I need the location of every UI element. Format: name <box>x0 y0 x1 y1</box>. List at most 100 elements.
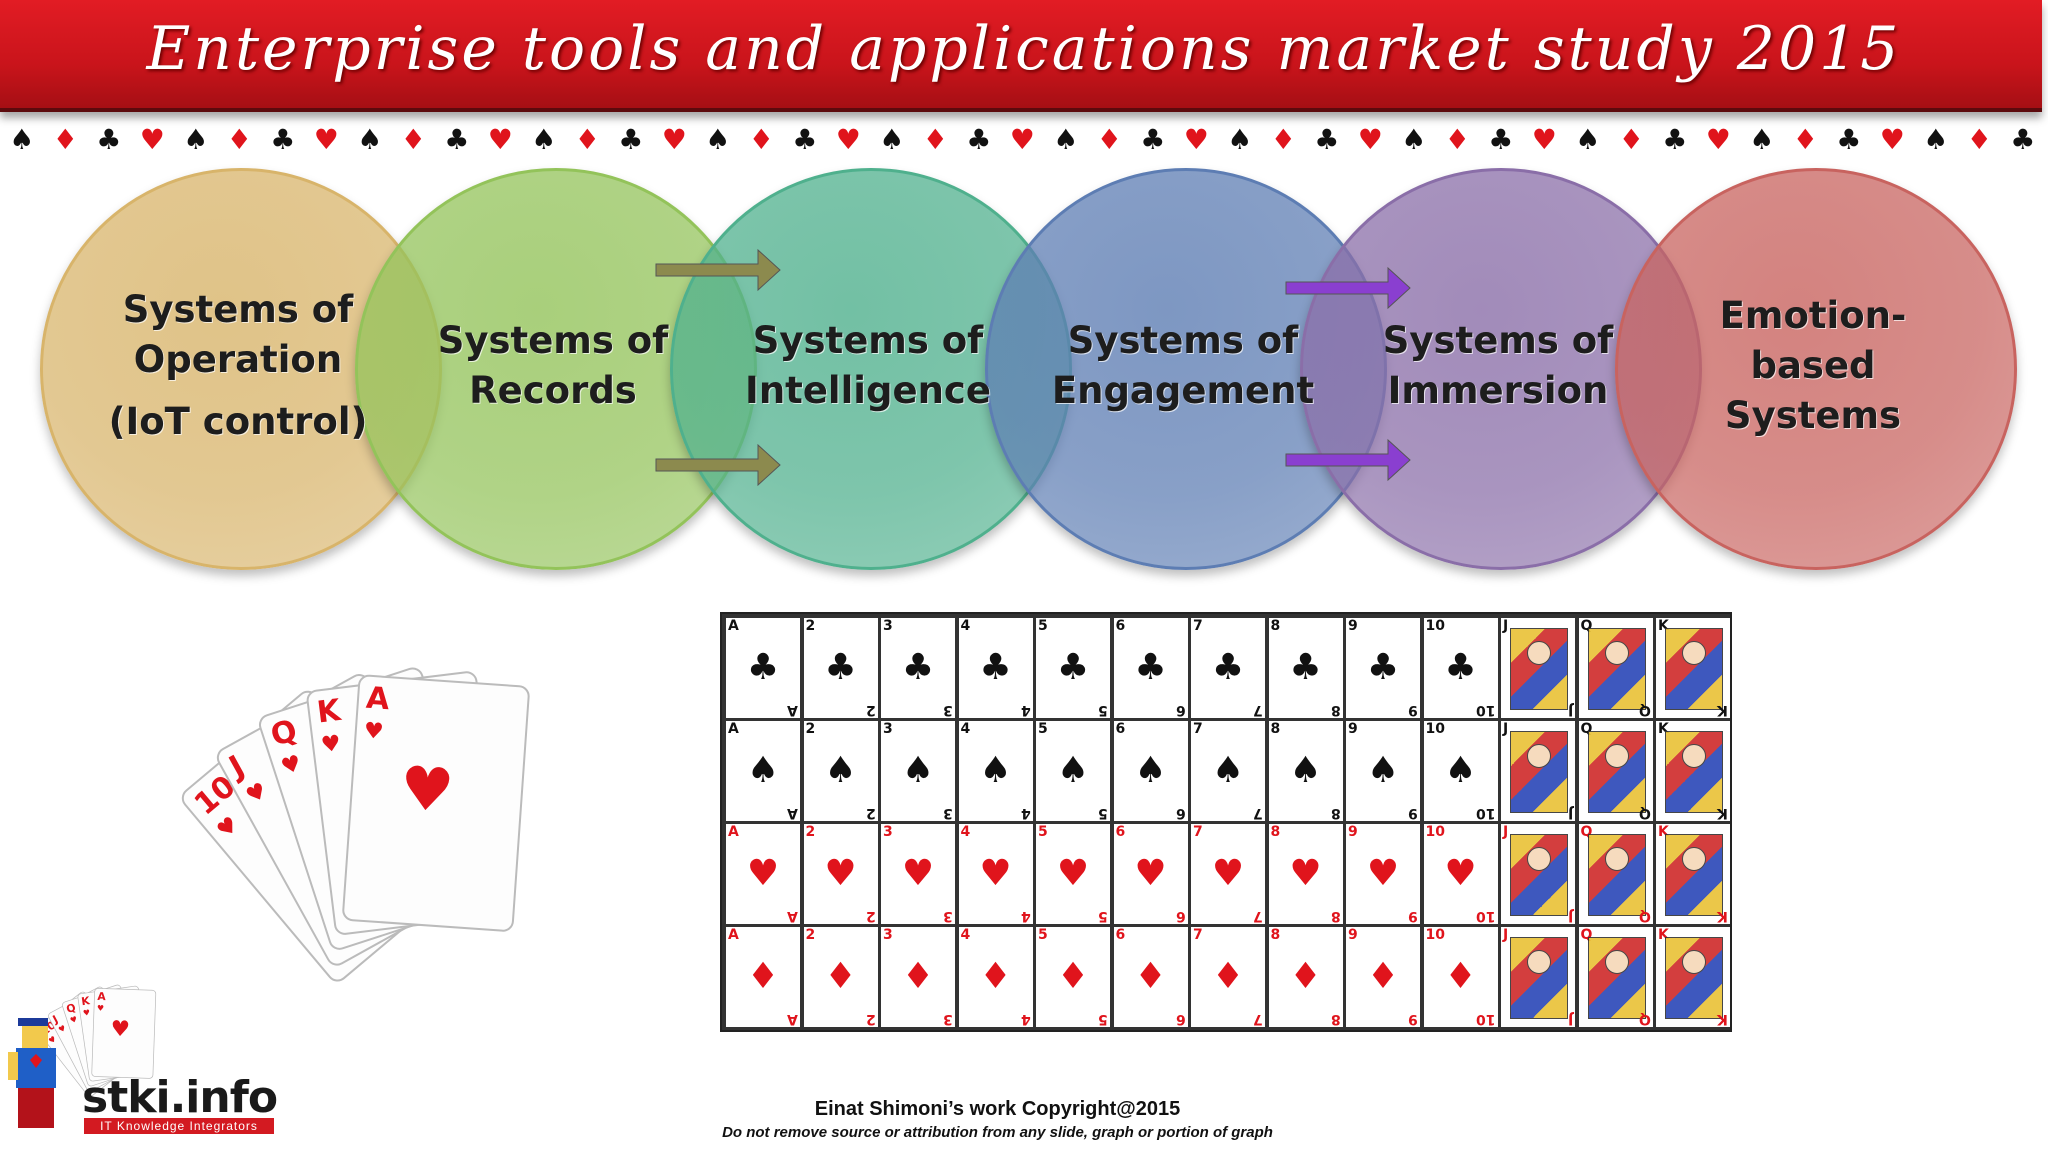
suit-pip-icon: ♥ <box>1056 853 1090 894</box>
suit-strip-symbol: ♦ <box>226 123 252 156</box>
playing-card: A♣A <box>726 618 800 718</box>
face-card-art-icon <box>1587 628 1646 710</box>
card-rank: 6 <box>1115 721 1126 737</box>
circle-label-line: Emotion- <box>1719 294 1907 337</box>
suit-pip-icon: ♠ <box>1211 750 1245 791</box>
playing-card: 5♥5 <box>1036 824 1110 924</box>
logo-text: stki.info <box>82 1072 278 1123</box>
suit-pip-icon: ♠ <box>824 750 857 791</box>
slide-title: Enterprise tools and applications market… <box>146 14 1902 84</box>
playing-card: A♦A <box>726 927 800 1027</box>
card-rank: 6 <box>1175 702 1186 718</box>
card-rank: 7 <box>1193 721 1203 737</box>
suit-strip-symbol: ♦ <box>922 123 948 156</box>
playing-card: 3♥3 <box>881 824 955 924</box>
heart-icon: ♥ <box>57 1023 67 1034</box>
heart-icon: ♥ <box>110 1017 130 1043</box>
suit-pip-icon: ♥ <box>979 853 1012 894</box>
suit-pip-icon: ♣ <box>979 647 1012 688</box>
card-rank: 6 <box>1175 1011 1186 1027</box>
card-rank: 3 <box>883 721 893 737</box>
card-rank: 2 <box>805 721 816 737</box>
card-rank: 3 <box>943 702 953 718</box>
card-rank: J <box>1503 824 1509 840</box>
suit-strip-symbol: ♣ <box>1836 123 1862 156</box>
playing-card: 3♦3 <box>881 927 955 1027</box>
card-rank: 3 <box>883 927 893 943</box>
face-card-art-icon <box>1510 937 1568 1019</box>
card-rank: 3 <box>943 908 953 924</box>
card-rank: 4 <box>1020 805 1031 821</box>
card-rank: 5 <box>1098 702 1108 718</box>
suit-strip-symbol: ♣ <box>1314 123 1340 156</box>
suit-pip-icon: ♦ <box>824 956 857 997</box>
face-card-art-icon <box>1587 834 1646 916</box>
suit-pip-icon: ♥ <box>1289 853 1322 894</box>
playing-card: 10♠10 <box>1423 721 1498 821</box>
card-rank: 8 <box>1270 618 1281 634</box>
playing-card: 4♥4 <box>958 824 1033 924</box>
card-rank-label: J <box>50 1013 61 1027</box>
playing-card: 9♣9 <box>1346 618 1420 718</box>
playing-card: 4♠4 <box>958 721 1033 821</box>
suit-strip-symbol: ♣ <box>792 123 818 156</box>
suit-strip-symbol: ♣ <box>618 123 644 156</box>
card-rank: Q <box>1580 721 1593 737</box>
suit-strip-symbol: ♦ <box>1792 123 1818 156</box>
suit-strip-symbol: ♦ <box>1270 123 1296 156</box>
card-rank: 9 <box>1348 927 1358 943</box>
card-rank: 2 <box>865 702 876 718</box>
suit-pip-icon: ♣ <box>746 647 780 688</box>
card-rank: 8 <box>1330 1011 1341 1027</box>
suit-strip-symbol: ♥ <box>139 123 165 156</box>
suit-strip-symbol: ♥ <box>1705 123 1731 156</box>
card-rank: Q <box>1638 805 1651 821</box>
suit-strip-symbol: ♦ <box>1444 123 1470 156</box>
face-card-art-icon <box>1510 731 1568 813</box>
suit-decoration-strip: ♠♦♣♥♠♦♣♥♠♦♣♥♠♦♣♥♠♦♣♥♠♦♣♥♠♦♣♥♠♦♣♥♠♦♣♥♠♦♣♥… <box>0 123 2048 157</box>
playing-card: 3♠3 <box>881 721 955 821</box>
card-rank: 9 <box>1408 702 1418 718</box>
logo-tagline: IT Knowledge Integrators <box>84 1118 274 1134</box>
suit-pip-icon: ♦ <box>1444 956 1477 997</box>
card-rank: J <box>1567 908 1573 924</box>
card-rank: A <box>728 927 739 943</box>
card-rank: 10 <box>1425 824 1445 840</box>
suit-pip-icon: ♦ <box>1366 956 1400 997</box>
playing-card: 9 ♦ 9 <box>1346 927 1420 1027</box>
playing-card: 7♦7 <box>1191 927 1265 1027</box>
card-rank: 8 <box>1270 927 1281 943</box>
heart-icon: ♥ <box>320 731 343 758</box>
card-rank: A <box>728 824 739 840</box>
big-fan-card: 10♥ <box>181 690 464 982</box>
card-rank: 10 <box>1425 618 1445 634</box>
suit-strip-symbol: ♦ <box>1966 123 1992 156</box>
face-card-art-icon <box>1510 834 1568 916</box>
circle-label-line: Systems of <box>1382 319 1614 362</box>
big-fan-card: Q♥ <box>258 667 494 950</box>
heart-icon: ♥ <box>69 1015 79 1026</box>
suit-strip-symbol: ♥ <box>1531 123 1557 156</box>
heart-icon: ♥ <box>398 753 457 827</box>
card-rank-label: J <box>222 749 250 786</box>
face-card-art-icon <box>1665 834 1723 916</box>
circle-label-line: Systems of <box>437 319 669 362</box>
suit-strip-symbol: ♠ <box>1053 123 1079 156</box>
suit-strip-symbol: ♥ <box>1879 123 1905 156</box>
face-card-art-icon <box>1665 628 1723 710</box>
card-rank: 7 <box>1193 824 1203 840</box>
suit-strip-symbol: ♦ <box>52 123 78 156</box>
card-rank: 9 <box>1408 1011 1418 1027</box>
card-rank: 5 <box>1098 1011 1108 1027</box>
card-rank: 7 <box>1193 618 1203 634</box>
playing-card: 8♠8 <box>1268 721 1343 821</box>
face-card-art-icon <box>1665 937 1723 1019</box>
face-card-art-icon <box>1665 731 1723 813</box>
suit-strip-symbol: ♥ <box>835 123 861 156</box>
card-rank: Q <box>1580 618 1593 634</box>
